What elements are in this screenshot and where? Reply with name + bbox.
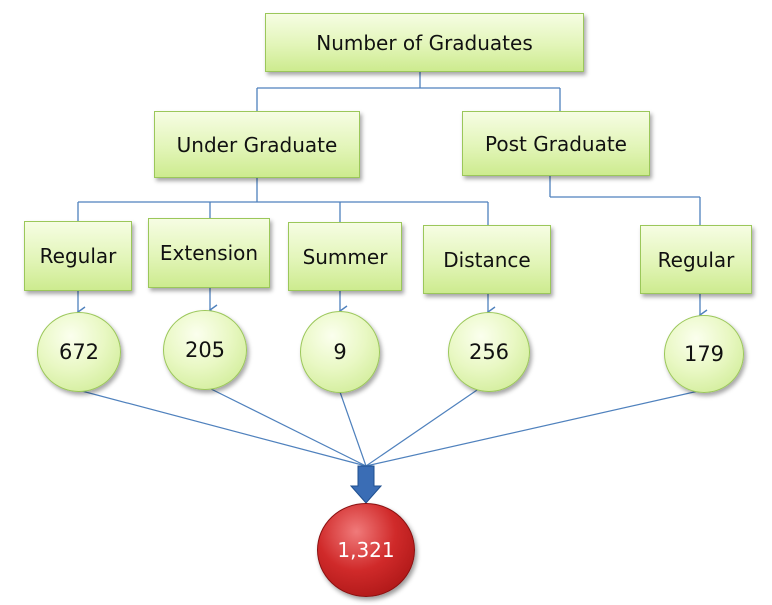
ug-summer-count: 9 xyxy=(333,340,347,364)
total-count: 1,321 xyxy=(337,538,395,562)
title-box: Number of Graduates xyxy=(265,13,584,72)
value-arrows xyxy=(76,288,708,321)
title-label: Number of Graduates xyxy=(316,30,533,55)
ug-extension-label: Extension xyxy=(159,241,259,265)
pg-regular-label: Regular xyxy=(657,247,735,272)
sum-lines xyxy=(77,384,704,467)
ug-extension-value: 205 xyxy=(163,310,247,390)
ug-summer-box: Summer xyxy=(288,222,402,291)
ug-summer-label: Summer xyxy=(302,244,388,269)
tree-connectors xyxy=(77,72,701,225)
pg-regular-box: Regular xyxy=(640,225,752,294)
post-graduate-label: Post Graduate xyxy=(485,131,627,156)
post-graduate-box: Post Graduate xyxy=(462,111,650,176)
pg-regular-value: 179 xyxy=(664,315,744,393)
ug-regular-label: Regular xyxy=(39,244,117,268)
ug-distance-label: Distance xyxy=(443,247,531,272)
ug-extension-box: Extension xyxy=(148,218,270,288)
under-graduate-box: Under Graduate xyxy=(154,111,360,178)
ug-extension-count: 205 xyxy=(184,338,226,362)
ug-regular-value: 672 xyxy=(37,312,121,392)
ug-regular-count: 672 xyxy=(58,340,100,364)
ug-regular-box: Regular xyxy=(24,221,132,291)
ug-summer-value: 9 xyxy=(300,311,380,393)
under-graduate-label: Under Graduate xyxy=(176,132,338,157)
sum-arrow-icon xyxy=(349,465,383,504)
pg-regular-count: 179 xyxy=(683,342,725,366)
ug-distance-value: 256 xyxy=(448,312,530,392)
ug-distance-count: 256 xyxy=(468,340,510,364)
ug-distance-box: Distance xyxy=(423,225,551,294)
total-value: 1,321 xyxy=(317,503,415,597)
